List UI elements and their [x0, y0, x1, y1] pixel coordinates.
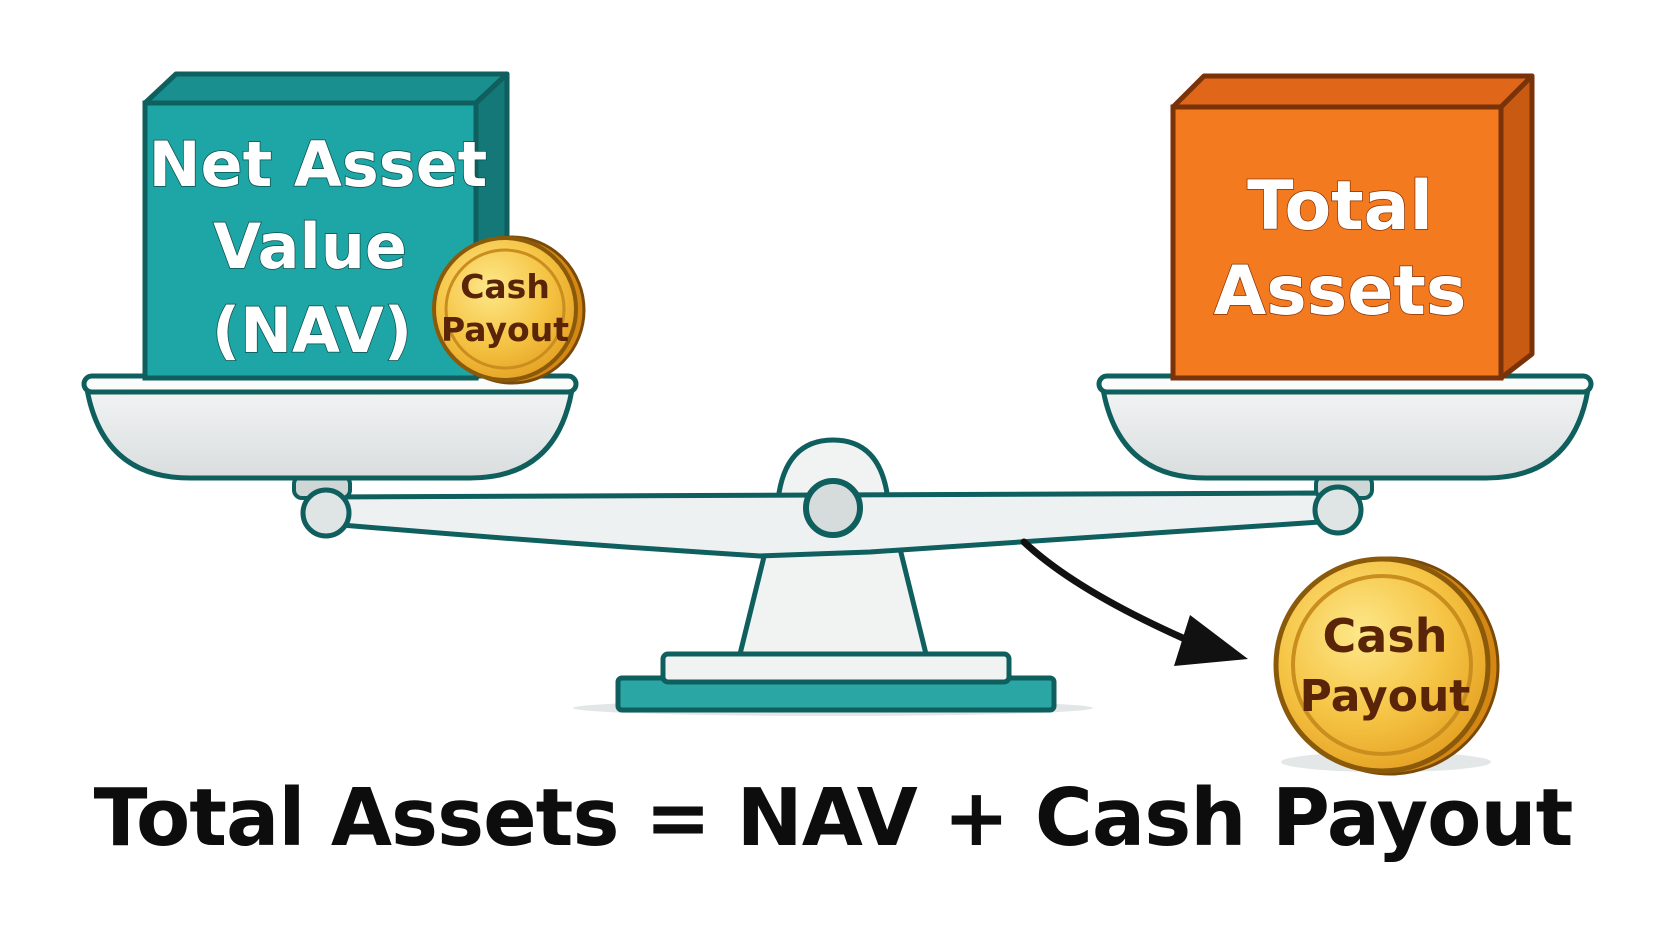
equation-caption: Total Assets = NAV + Cash Payout: [93, 772, 1574, 864]
scale-beam: [327, 478, 1323, 559]
small-coin-label-line-2: Payout: [441, 310, 569, 349]
total-assets-label-line-2: Assets: [1214, 252, 1467, 331]
large-cash-coin: Cash Payout: [1273, 556, 1500, 776]
right-pan: [1096, 373, 1594, 481]
left-pan: [81, 373, 579, 481]
total-assets-block: Total Assets: [1170, 73, 1535, 381]
left-pan-hinge: [292, 474, 352, 539]
right-pan-hinge: [1312, 474, 1374, 536]
payout-arrow: [1020, 538, 1248, 666]
nav-block: Net Asset Value (NAV): [142, 71, 510, 381]
small-cash-coin: Cash Payout: [432, 235, 586, 385]
large-coin-label-line-2: Payout: [1300, 671, 1471, 722]
large-coin-label-line-1: Cash: [1323, 609, 1448, 663]
nav-block-label-line-1: Net Asset: [149, 128, 488, 201]
total-assets-label-line-1: Total: [1247, 167, 1433, 246]
nav-block-label-line-3: (NAV): [212, 294, 412, 367]
nav-block-label-line-2: Value: [213, 210, 407, 283]
small-coin-label-line-1: Cash: [460, 267, 550, 306]
